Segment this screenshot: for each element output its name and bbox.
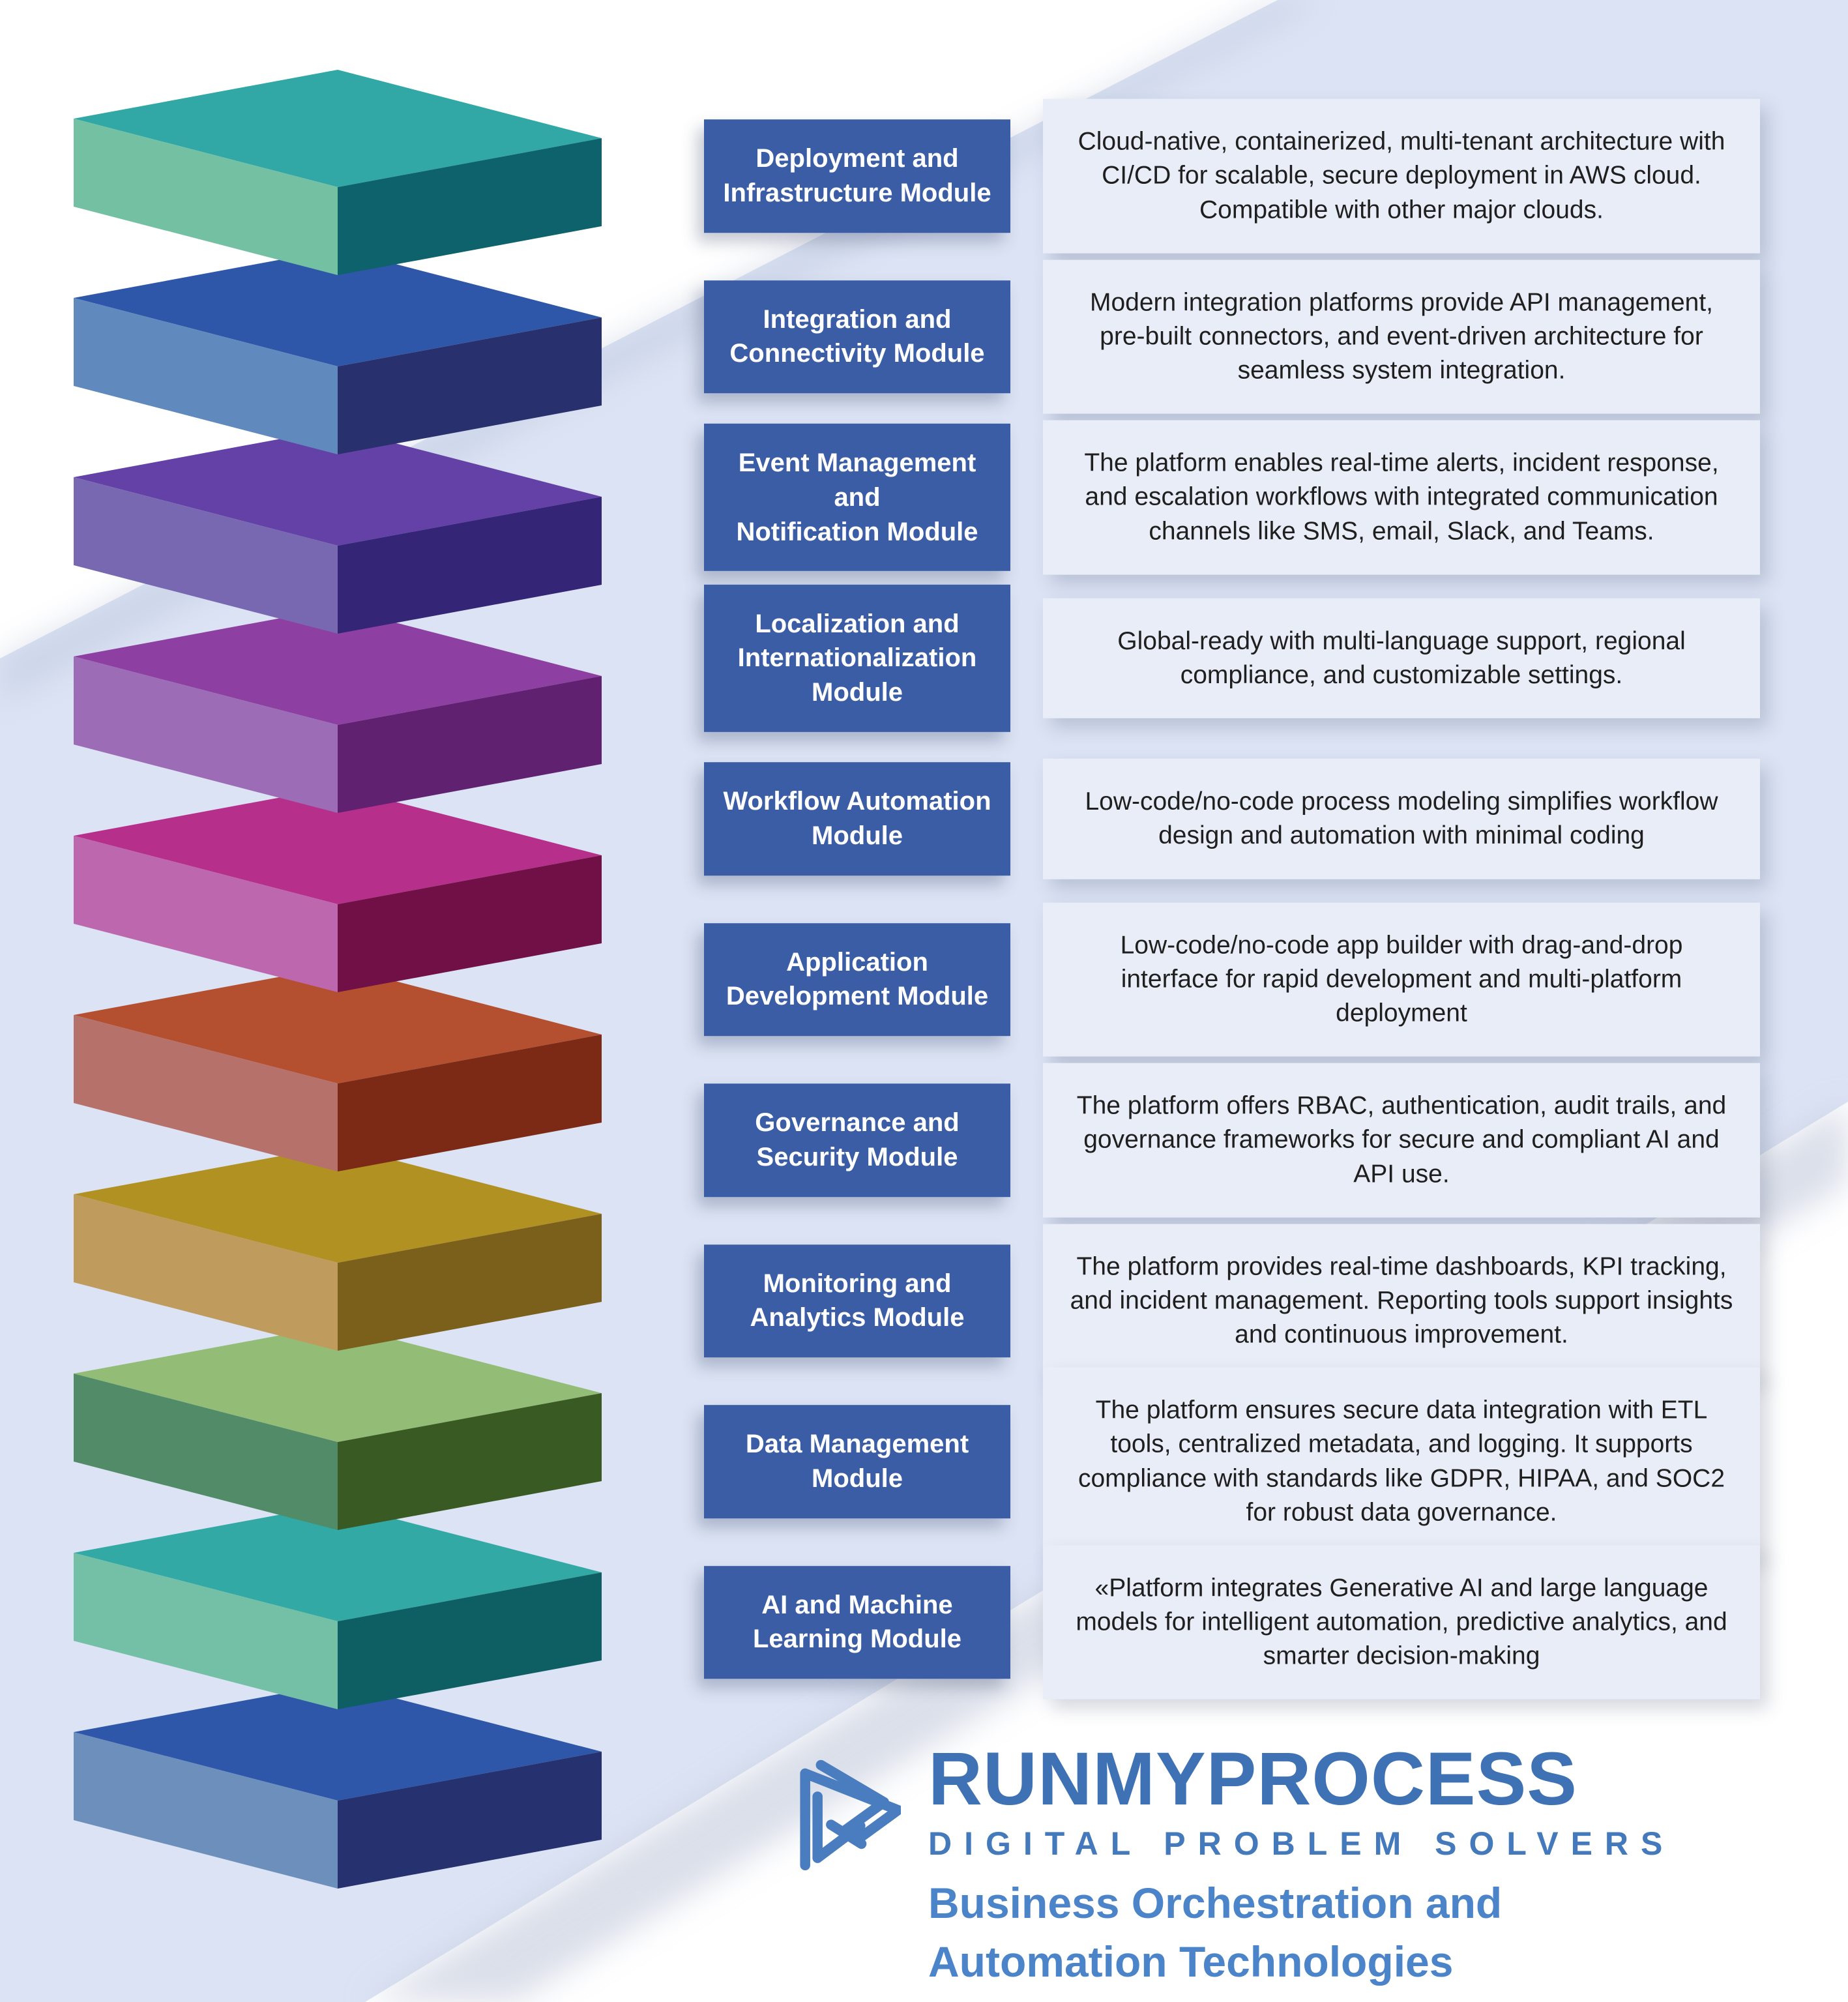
module-label-box: Application Development Module [704,922,1010,1037]
module-label-box: AI and Machine Learning Module [704,1565,1010,1679]
stack-block-2 [74,249,602,454]
stack-block-4 [74,608,602,813]
stack-block-7 [74,1145,602,1351]
stack-block-7-right-face [338,1214,602,1351]
stack-block-5-left-face [74,836,338,992]
stack-block-5-top-face [74,787,602,904]
module-description-box: The platform enables real-time alerts, i… [1043,420,1760,575]
logo-text: RUNMYPROCESS DIGITAL PROBLEM SOLVERS Bus… [928,1742,1675,1992]
stack-block-7-left-face [74,1194,338,1351]
module-description-box: Global-ready with multi-language support… [1043,598,1760,718]
stack-block-3-top-face [74,428,602,546]
brand-subtitle: Business Orchestration and Automation Te… [928,1879,1503,1986]
stack-block-6-top-face [74,966,602,1083]
module-label-box: Monitoring and Analytics Module [704,1244,1010,1358]
stack-block-10-right-face [338,1752,602,1889]
stack-block-6 [74,966,602,1171]
stack-block-4-left-face [74,656,338,813]
module-label-box: Localization and Internationalization Mo… [704,584,1010,732]
brand-name: RUNMYPROCESS [928,1737,1578,1821]
stack-block-8-left-face [74,1374,338,1530]
stack-block-10 [74,1683,602,1889]
stack-block-1-left-face [74,119,338,275]
stack-block-8-right-face [338,1393,602,1530]
module-label-box: Data Management Module [704,1405,1010,1518]
module-description-box: Low-code/no-code process modeling simpli… [1043,758,1760,879]
module-label-box: Workflow Automation Module [704,762,1010,876]
module-description-box: Modern integration platforms provide API… [1043,259,1760,414]
module-label-box: Event Management and Notification Module [704,423,1010,572]
stack-svg [74,70,602,1889]
stack-block-2-left-face [74,298,338,454]
stack-block-2-top-face [74,249,602,366]
module-description-box: Low-code/no-code app builder with drag-a… [1043,902,1760,1057]
stack-block-7-top-face [74,1145,602,1263]
stack-block-6-left-face [74,1015,338,1171]
module-description-box: The platform provides real-time dashboar… [1043,1224,1760,1378]
stack-block-3-right-face [338,497,602,634]
stack-block-9-top-face [74,1504,602,1621]
stack-block-5 [74,787,602,992]
stack-block-1-right-face [338,138,602,275]
stack-block-8-top-face [74,1325,602,1442]
stack-block-5-right-face [338,855,602,992]
module-description-box: Cloud-native, containerized, multi-tenan… [1043,98,1760,254]
module-description-box: «Platform integrates Generative AI and l… [1043,1545,1760,1700]
stack-block-4-top-face [74,608,602,725]
stack-block-6-right-face [338,1035,602,1171]
logo: RUNMYPROCESS DIGITAL PROBLEM SOLVERS Bus… [777,1742,1675,1992]
module-description-box: The platform offers RBAC, authentication… [1043,1063,1760,1218]
stack-block-1 [74,70,602,275]
stack-block-9-right-face [338,1572,602,1709]
brand-tagline: DIGITAL PROBLEM SOLVERS [928,1825,1675,1862]
module-label-box: Governance and Security Module [704,1083,1010,1197]
stack-block-3-left-face [74,477,338,634]
stack-block-8 [74,1325,602,1530]
stack-block-10-left-face [74,1732,338,1889]
stack-block-1-top-face [74,70,602,187]
stack-block-10-top-face [74,1683,602,1801]
stack-block-9-left-face [74,1553,338,1709]
stack-block-3 [74,428,602,634]
module-label-box: Integration and Connectivity Module [704,280,1010,394]
stack-block-2-right-face [338,317,602,454]
module-description-box: The platform ensures secure data integra… [1043,1367,1760,1556]
stack-block-4-right-face [338,676,602,813]
stack-block-9 [74,1504,602,1709]
module-label-box: Deployment and Infrastructure Module [704,119,1010,233]
runmyprocess-logo-icon [800,1759,901,1870]
